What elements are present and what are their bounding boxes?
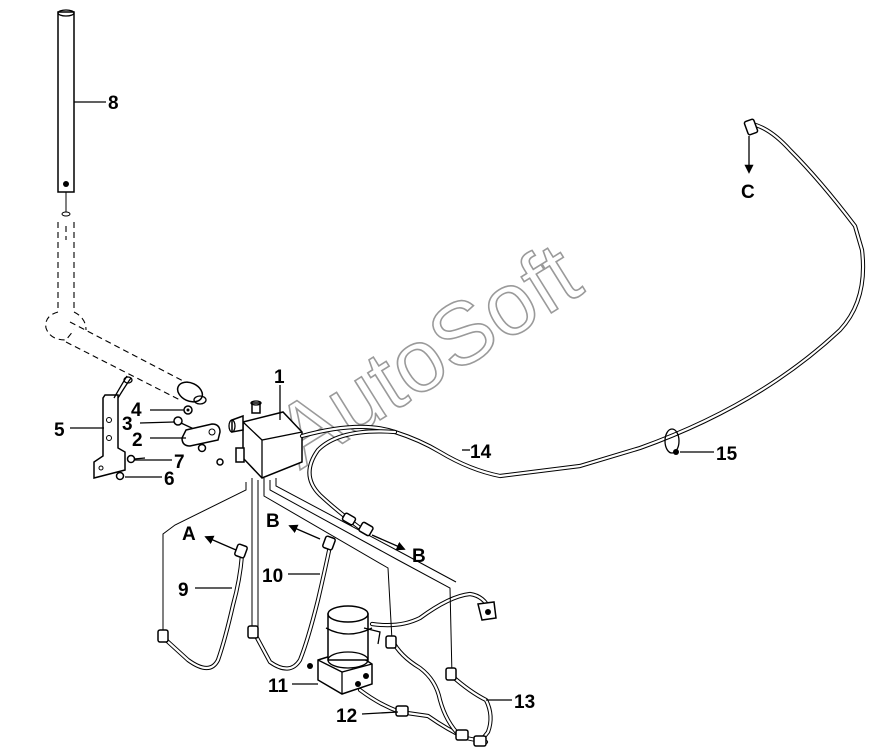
tubes (163, 121, 866, 745)
callout-14: 14 (470, 442, 492, 463)
callout-2: 2 (132, 430, 143, 451)
leader-lines (70, 101, 714, 715)
callout-11: 11 (268, 676, 289, 697)
part-15-clamp (664, 428, 680, 455)
routing-lines (162, 478, 457, 677)
callout-6: 6 (164, 469, 175, 490)
connection-arrows (204, 136, 754, 551)
part-11-pump (307, 605, 381, 695)
callout-15: 15 (716, 444, 738, 465)
callout-1: 1 (274, 367, 285, 388)
fittings (157, 118, 759, 747)
callout-8: 8 (108, 93, 119, 114)
callout-12: 12 (336, 706, 357, 727)
part-1-valve (228, 400, 303, 479)
callout-labels: 8 1 4 3 2 5 7 6 9 10 11 12 13 14 15 A B … (54, 93, 755, 727)
callout-10: 10 (262, 566, 283, 587)
marker-c: C (741, 182, 755, 203)
callout-13: 13 (514, 692, 535, 713)
callout-5: 5 (54, 420, 65, 441)
part-8-lever-rod (45, 9, 186, 401)
callout-7: 7 (174, 452, 185, 473)
marker-a: A (182, 524, 196, 545)
callout-9: 9 (178, 580, 189, 601)
callout-4: 4 (131, 400, 142, 421)
part-5-bracket (93, 375, 133, 479)
callout-3: 3 (122, 414, 133, 435)
lever-coupling (176, 381, 207, 405)
marker-b-left: B (266, 511, 280, 532)
marker-b-right: B (412, 546, 426, 567)
hardware-small-parts (115, 405, 224, 481)
